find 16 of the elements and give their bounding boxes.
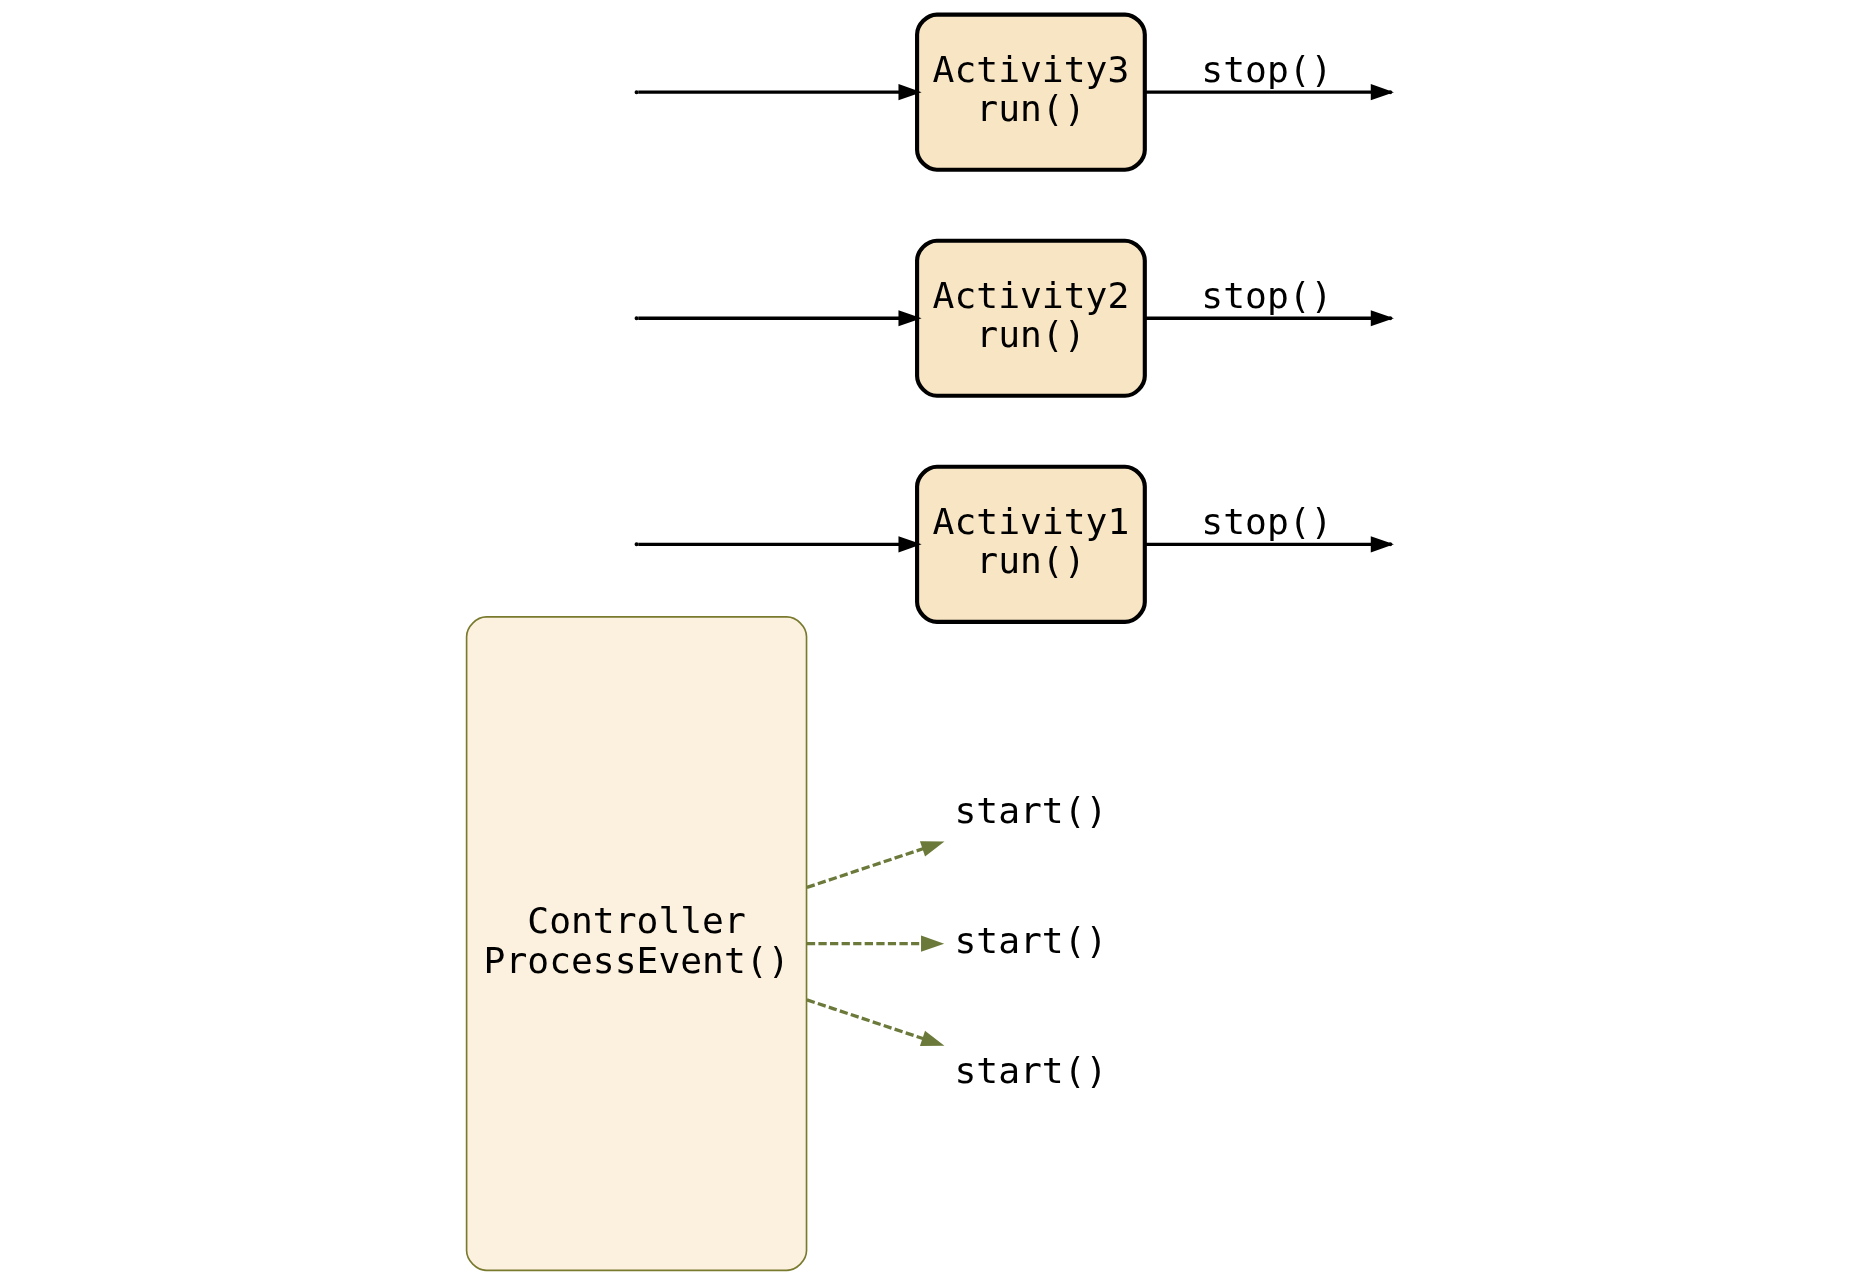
arrow bbox=[637, 536, 922, 553]
node-box: Activity2 run() bbox=[914, 238, 1147, 398]
edge-label: stop() bbox=[1200, 47, 1332, 91]
node-text: start() bbox=[953, 788, 1107, 832]
arrow bbox=[637, 310, 922, 327]
edge-label: stop() bbox=[1200, 499, 1332, 543]
arrow bbox=[637, 84, 922, 101]
node-box: Activity1 run() bbox=[914, 464, 1147, 624]
node-box: Activity3 run() bbox=[914, 12, 1147, 172]
arrow bbox=[805, 841, 944, 889]
edge-label: stop() bbox=[1200, 273, 1332, 317]
arrow bbox=[805, 998, 944, 1047]
node-text: start() bbox=[953, 918, 1107, 962]
node-box: Controller ProcessEvent() bbox=[465, 616, 807, 1272]
node-text: start() bbox=[953, 1049, 1107, 1093]
arrow bbox=[806, 935, 944, 952]
